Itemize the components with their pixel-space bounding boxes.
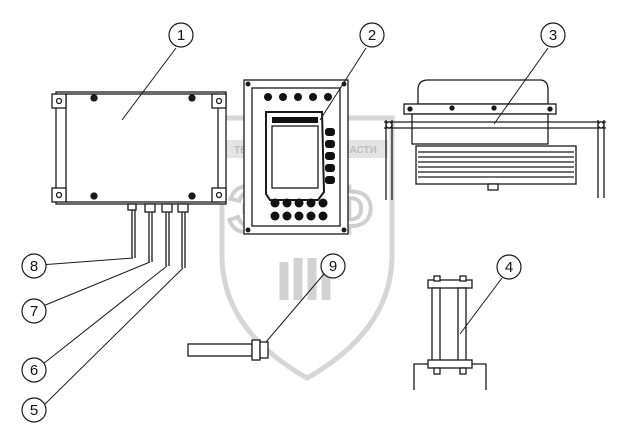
svg-text:4: 4 xyxy=(505,259,513,276)
callout-5: 5 xyxy=(21,397,47,423)
callouts: 1 2 3 4 5 6 7 8 xyxy=(21,22,566,423)
svg-text:3: 3 xyxy=(549,27,557,44)
leader-lines xyxy=(39,47,549,407)
svg-text:1: 1 xyxy=(177,27,185,44)
svg-text:5: 5 xyxy=(30,402,38,419)
callout-4: 4 xyxy=(496,254,522,280)
svg-text:6: 6 xyxy=(30,362,38,379)
callout-9: 9 xyxy=(320,253,346,279)
reel-coil-lines xyxy=(418,151,574,178)
part-control-panel xyxy=(243,79,349,235)
panel-bottom-keys xyxy=(270,198,328,221)
callout-3: 3 xyxy=(540,22,566,48)
callout-1: 1 xyxy=(168,22,194,48)
panel-top-buttons xyxy=(264,93,332,101)
part-reel-assembly xyxy=(384,79,606,200)
part-bracket xyxy=(413,275,487,390)
svg-text:9: 9 xyxy=(329,258,337,275)
callout-7: 7 xyxy=(21,298,47,324)
svg-text:7: 7 xyxy=(30,303,38,320)
callout-2: 2 xyxy=(359,22,385,48)
callout-6: 6 xyxy=(21,357,47,383)
watermark-right-text: ЗАПЧАСТИ xyxy=(322,145,377,156)
panel-side-keys xyxy=(325,128,335,184)
part-bolt xyxy=(187,339,269,361)
callout-8: 8 xyxy=(21,253,47,279)
part-control-box xyxy=(51,91,227,268)
svg-text:8: 8 xyxy=(30,258,38,275)
svg-text:2: 2 xyxy=(368,27,376,44)
